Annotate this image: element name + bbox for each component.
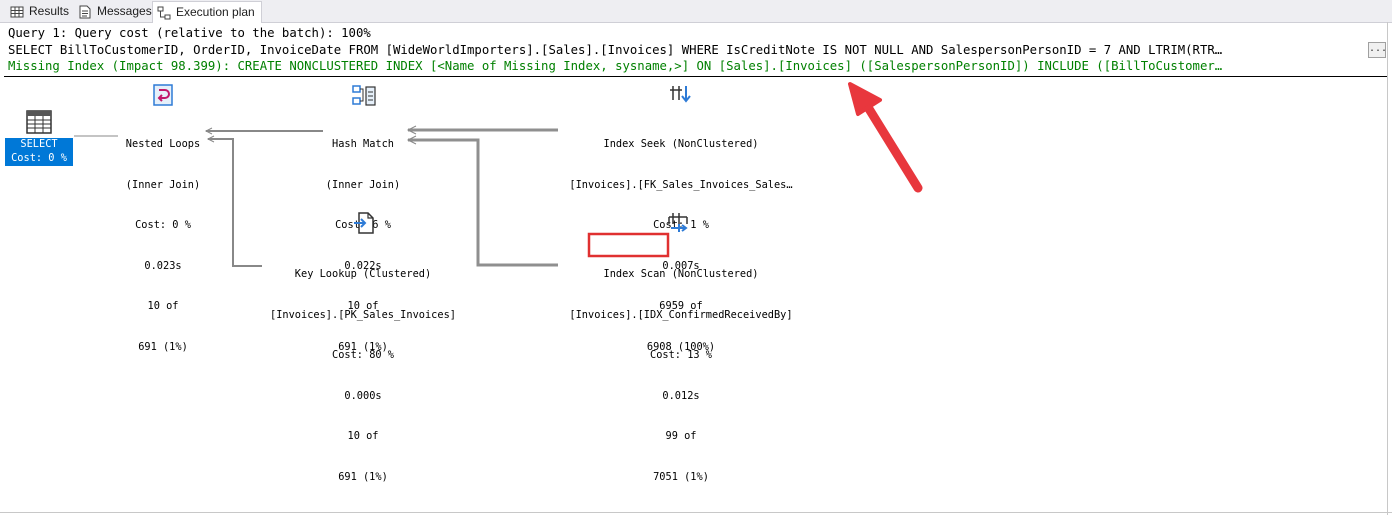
expand-query-button[interactable]: ... <box>1368 42 1387 58</box>
tab-execution-plan-label: Execution plan <box>176 5 255 19</box>
grid-icon <box>10 6 24 17</box>
query-cost-line: Query 1: Query cost (relative to the bat… <box>8 26 371 40</box>
index-seek-name: Index Seek (NonClustered) <box>603 138 759 150</box>
index-scan-title: Index Scan (NonClustered) <box>548 268 814 282</box>
index-scan-icon[interactable] <box>667 210 691 236</box>
select-operator-icon[interactable] <box>26 110 52 134</box>
nested-loops-cost: Cost: 0 % <box>135 219 191 231</box>
select-node-name: SELECT <box>20 138 58 150</box>
key-lookup-cost: Cost: 80 % <box>332 349 394 361</box>
nested-loops-name: Nested Loops <box>125 138 201 150</box>
hash-match-name: Hash Match <box>332 138 394 150</box>
nested-loops-time: 0.023s <box>144 259 182 272</box>
index-scan-node[interactable]: Index Scan (NonClustered) [Invoices].[ID… <box>548 241 814 498</box>
tab-messages-label: Messages <box>97 4 152 18</box>
header-separator <box>4 76 1388 77</box>
index-seek-object: [Invoices].[FK_Sales_Invoices_Sales… <box>569 178 793 191</box>
index-scan-name-rest: (NonClustered) <box>665 268 759 280</box>
index-scan-time: 0.012s <box>662 389 700 402</box>
index-seek-estimate: 6908 (100%) <box>646 340 716 353</box>
nested-loops-rows: 10 of <box>147 300 179 312</box>
key-lookup-time: 0.000s <box>344 389 382 402</box>
index-scan-name-highlighted: Index Scan <box>603 268 666 280</box>
missing-index-line[interactable]: Missing Index (Impact 98.399): CREATE NO… <box>8 59 1223 73</box>
hash-match-estimate: 691 (1%) <box>338 340 388 353</box>
key-lookup-name: Key Lookup (Clustered) <box>294 268 432 280</box>
message-icon <box>79 5 91 18</box>
tab-execution-plan[interactable]: Execution plan <box>152 1 262 23</box>
hash-match-icon[interactable] <box>351 84 377 108</box>
key-lookup-estimate: 691 (1%) <box>338 470 388 483</box>
results-tab-bar: Results Messages Execution plan <box>0 0 1392 23</box>
frame-bottom-border <box>0 512 1392 513</box>
select-node-label[interactable]: SELECT Cost: 0 % <box>5 138 73 166</box>
select-node-cost: Cost: 0 % <box>11 151 67 164</box>
key-lookup-rows: 10 of <box>347 430 379 442</box>
hash-match-join-type: (Inner Join) <box>325 178 401 191</box>
hash-match-time: 0.022s <box>344 259 382 272</box>
index-seek-rows: 6959 of <box>659 300 703 312</box>
index-seek-icon[interactable] <box>668 82 692 106</box>
key-lookup-icon[interactable] <box>352 211 376 235</box>
connector-scan-to-hash <box>408 138 558 267</box>
index-seek-time: 0.007s <box>662 259 700 272</box>
plan-icon <box>157 6 171 19</box>
tab-messages[interactable]: Messages <box>74 2 158 21</box>
query-sql-line: SELECT BillToCustomerID, OrderID, Invoic… <box>8 43 1223 57</box>
index-seek-node[interactable]: Index Seek (NonClustered) [Invoices].[FK… <box>548 111 814 368</box>
frame-right-border <box>1387 22 1388 515</box>
connector-keylookup-to-nested <box>208 138 262 267</box>
annotation-arrow <box>848 82 923 193</box>
nested-loops-node[interactable]: Nested Loops (Inner Join) Cost: 0 % 0.02… <box>100 111 226 368</box>
nested-loops-join-type: (Inner Join) <box>125 178 201 191</box>
key-lookup-node[interactable]: Key Lookup (Clustered) [Invoices].[PK_Sa… <box>246 241 480 498</box>
index-scan-object: [Invoices].[IDX_ConfirmedReceivedBy] <box>569 308 793 321</box>
tab-results[interactable]: Results <box>6 2 75 21</box>
index-scan-cost: Cost: 13 % <box>650 349 712 361</box>
tab-results-label: Results <box>29 4 70 18</box>
index-scan-estimate: 7051 (1%) <box>653 470 709 483</box>
key-lookup-object: [Invoices].[PK_Sales_Invoices] <box>270 308 456 321</box>
hash-match-rows: 10 of <box>347 300 379 312</box>
index-scan-rows: 99 of <box>665 430 697 442</box>
index-scan-highlight-box <box>587 232 670 258</box>
nested-loops-icon[interactable] <box>151 83 175 107</box>
nested-loops-estimate: 691 (1%) <box>138 340 188 353</box>
